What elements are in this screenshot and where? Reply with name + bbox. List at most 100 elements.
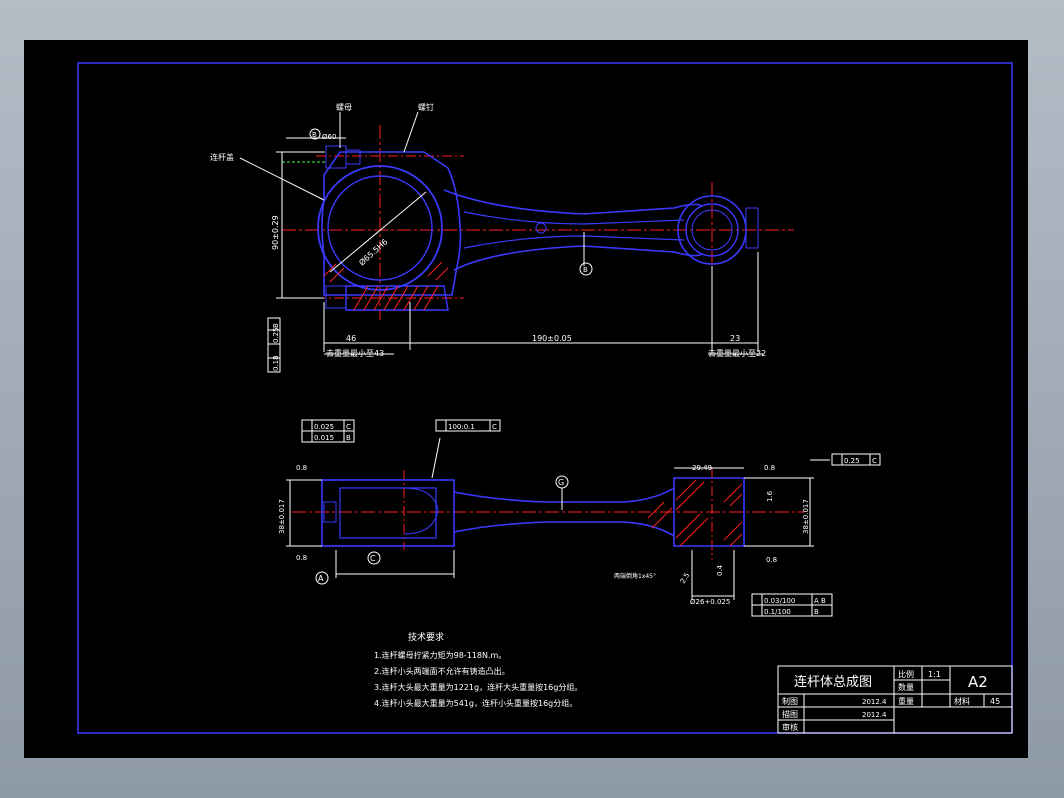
note-item-4: 4.连杆小头最大重量为541g，连杆小头重量按16g分组。 [374,698,577,708]
traced-date: 2012.4 [862,711,887,719]
dim-90: 90±0.29 [271,215,280,250]
datum-c: C [370,554,376,563]
tol-parallel-1: 0.25 [272,327,280,343]
side-big-end-inner [339,487,437,539]
datum-b: B [583,266,588,274]
rough-16: 1.6 [766,490,774,502]
big-end-outline [321,151,462,296]
drawing-title: 连杆体总成图 [794,674,872,690]
datum-b-circle [579,262,593,276]
rough-08-c: 0.8 [764,464,775,472]
shank-rib-top [463,211,685,225]
datum-a: A [318,574,324,583]
note-item-1: 1.连杆螺母拧紧力矩为98-118N.m。 [374,650,506,660]
side-bolt-head [323,501,337,523]
material-value: 45 [990,697,1000,706]
fcf-parallel-ref: C [346,423,351,431]
oil-hole [535,222,547,234]
material-label: 材料 [954,696,970,706]
side-shank-top [453,487,675,503]
nut-top [345,149,361,165]
rough-25: 2.5 [679,571,691,585]
datum-b-top: B [312,131,317,139]
dim-d1: Ø60 [322,133,336,141]
front-view: B Ø60 90±0.29 Ø65.5H6 B 46 190±0.05 23 去… [210,102,794,373]
dim-38-right: 38±0.017 [802,499,810,534]
weight-label: 重量 [898,696,914,706]
fcf-perp-100: 100:0.1 [448,423,475,431]
label-cap: 连杆盖 [210,152,234,162]
fcf-bottom-1-ref: A B [814,597,826,605]
traced-label: 描图 [782,709,798,719]
checked-label: 审核 [782,722,798,732]
datum-g: G [558,478,564,487]
fcf-perp-ref: B [346,434,351,442]
cad-drawing: B Ø60 90±0.29 Ø65.5H6 B 46 190±0.05 23 去… [77,62,1013,734]
drawn-date: 2012.4 [862,698,887,706]
small-end-bore [685,203,739,257]
label-bolt: 螺钉 [418,102,434,112]
fcf-parallel: 0.025 [314,423,334,431]
side-nut-profile [403,487,439,535]
shank-top-edge [443,189,703,215]
datum-b-circle-top [309,128,321,140]
rough-04: 0.4 [716,564,724,576]
datum-g-circle [555,475,569,489]
small-end-boss [745,207,759,249]
dim-bore: Ø65.5H6 [357,236,390,267]
sheet-size: A2 [968,673,988,691]
small-end-bushing [691,209,733,251]
side-shank-bottom [453,521,675,537]
fcf-bottom-1: 0.03/100 [764,597,795,605]
datum-a-circle [315,571,329,585]
drawing-sheet: B Ø60 90±0.29 Ø65.5H6 B 46 190±0.05 23 去… [24,40,1028,758]
weight-note-right: 去重量最小至22 [708,348,766,358]
chamfer-note: 两端倒角1x45° [614,572,656,580]
fcf-flat-ref: C [872,457,877,465]
fcf-flat: 0.25 [844,457,860,465]
rough-08-b: 0.8 [296,554,307,562]
drawing-frame [77,62,1013,734]
rough-08-a: 0.8 [296,464,307,472]
side-fcf-frames [301,419,881,617]
big-end-bore-inner [327,175,433,281]
dim-38-left: 38±0.017 [278,499,286,534]
shank-bottom-edge [453,245,703,271]
tol-parallel-1-ref: B [272,323,280,328]
leader-bolt [403,111,419,153]
dim-29: 29.49 [692,464,712,472]
note-item-3: 3.连杆大头最大重量为1221g，连杆大头重量按16g分组。 [374,682,582,692]
scale-value: 1:1 [928,670,941,679]
dim-190: 190±0.05 [532,334,572,343]
fcf-bottom-2: 0.1/100 [764,608,791,616]
dim-23: 23 [730,334,740,343]
side-dimensions [286,437,830,600]
shank-rib-bottom [463,235,685,249]
big-end-bore-outer [317,165,443,291]
cap-section [345,285,449,311]
notes-title: 技术要求 [408,631,444,643]
drawn-label: 制图 [782,696,798,706]
leader-bore [329,191,427,273]
fcf-perp-100-ref: C [492,423,497,431]
fcf-vertical [267,317,281,373]
side-view: 38±0.017 38±0.017 29.49 Ø26+0.025 A C G … [278,419,881,617]
dim-46: 46 [346,334,356,343]
small-end-hatch [647,479,743,547]
fcf-bottom-2-ref: B [814,608,819,616]
label-nut: 螺母 [336,102,352,112]
tol-position: 0.18 [272,355,280,371]
qty-label: 数量 [898,682,914,692]
front-dimensions [276,137,764,355]
weight-note-left: 去重量最小至43 [326,348,384,358]
datum-c-circle [367,551,381,565]
note-item-2: 2.连杆小头两端面不允许有铸造凸出。 [374,666,510,676]
technical-notes: 技术要求 1.连杆螺母拧紧力矩为98-118N.m。 2.连杆小头两端面不允许有… [374,631,582,708]
side-big-end [321,479,455,547]
title-block: 连杆体总成图 比例 1:1 数量 A2 重量 材料 45 制图 2012.4 描… [777,665,1013,734]
scale-label: 比例 [898,669,914,679]
rough-08-d: 0.8 [766,556,777,564]
bolt-head-bottom [325,285,347,309]
dim-26: Ø26+0.025 [690,598,730,606]
cap-hatch [323,261,449,311]
